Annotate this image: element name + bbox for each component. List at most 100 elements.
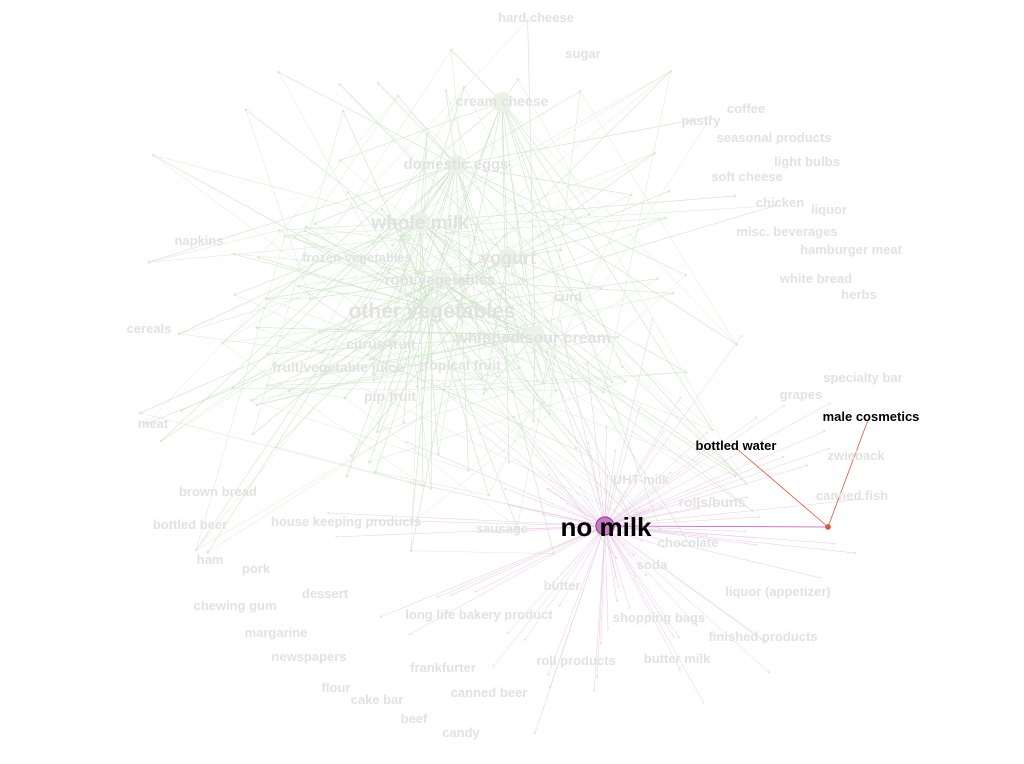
green-edge bbox=[507, 190, 670, 259]
green-node bbox=[266, 384, 269, 387]
green-edge bbox=[195, 236, 286, 551]
pink-node bbox=[661, 506, 664, 509]
pink-edge bbox=[604, 432, 707, 527]
pink-edge bbox=[604, 525, 757, 546]
green-node bbox=[287, 389, 291, 393]
green-node bbox=[588, 455, 592, 458]
green-edge bbox=[419, 87, 465, 223]
pink-edge bbox=[548, 525, 606, 675]
pink-node bbox=[450, 593, 453, 596]
green-edge bbox=[221, 101, 503, 344]
green-edge bbox=[455, 91, 581, 166]
green-node bbox=[346, 190, 350, 194]
pink-node bbox=[335, 535, 338, 538]
pink-node bbox=[552, 581, 555, 584]
pink-edge bbox=[604, 525, 618, 601]
green-node bbox=[425, 132, 429, 136]
label-sugar: sugar bbox=[565, 46, 600, 61]
pink-edge bbox=[380, 525, 606, 617]
green-edge bbox=[347, 192, 433, 309]
green-edge bbox=[375, 307, 433, 473]
green-edge bbox=[501, 101, 590, 215]
green-edge bbox=[507, 217, 666, 259]
pink-edge bbox=[542, 514, 606, 527]
green-edge bbox=[375, 471, 489, 496]
pink-node bbox=[828, 447, 831, 450]
pink-node bbox=[861, 498, 864, 501]
green-edge bbox=[439, 279, 674, 294]
pink-node bbox=[559, 320, 562, 323]
pink-node bbox=[755, 416, 758, 419]
green-edge bbox=[152, 154, 661, 531]
green-node bbox=[257, 256, 260, 259]
green-edge bbox=[501, 101, 510, 463]
green-edge bbox=[419, 221, 556, 346]
node-no-milk bbox=[595, 516, 615, 536]
pink-node bbox=[678, 668, 681, 671]
pink-node bbox=[593, 689, 596, 692]
label-yogurt: yogurt bbox=[480, 248, 536, 268]
green-edge bbox=[369, 237, 476, 360]
pink-node bbox=[662, 546, 665, 549]
green-node bbox=[616, 335, 620, 339]
green-edge bbox=[507, 257, 602, 289]
pink-edge bbox=[604, 405, 785, 527]
green-node bbox=[656, 277, 659, 281]
green-edge bbox=[305, 226, 400, 241]
green-node bbox=[251, 432, 255, 436]
green-node bbox=[145, 422, 148, 426]
green-node bbox=[250, 399, 253, 402]
green-node bbox=[664, 216, 667, 220]
pink-edge bbox=[336, 525, 606, 538]
pink-edge bbox=[604, 397, 681, 527]
edge-no-milk-to-hub bbox=[604, 525, 829, 528]
green-node bbox=[667, 189, 671, 193]
pink-node bbox=[606, 628, 609, 631]
green-node bbox=[313, 222, 317, 226]
label-canned-fish: canned fish bbox=[816, 488, 888, 503]
green-edge bbox=[222, 342, 424, 486]
green-edge bbox=[304, 95, 399, 232]
pink-node bbox=[541, 513, 544, 516]
green-edge bbox=[256, 217, 666, 406]
pink-edge bbox=[513, 416, 606, 527]
label-butter-milk: butter milk bbox=[644, 651, 711, 666]
green-node bbox=[462, 86, 466, 89]
pink-node bbox=[745, 496, 748, 499]
green-edge bbox=[507, 194, 632, 249]
green-node bbox=[467, 468, 470, 472]
pink-edge bbox=[587, 361, 606, 527]
pink-node bbox=[679, 396, 682, 399]
label-sausage: sausage bbox=[476, 521, 528, 536]
pink-edge bbox=[604, 431, 664, 527]
green-edge bbox=[397, 95, 457, 166]
pink-node bbox=[759, 638, 762, 641]
green-node bbox=[338, 82, 342, 86]
green-node bbox=[396, 94, 400, 98]
green-node bbox=[399, 234, 403, 238]
green-edge bbox=[431, 307, 482, 380]
green-node bbox=[139, 411, 142, 415]
label-bottled-water: bottled water bbox=[696, 438, 777, 453]
green-node bbox=[410, 521, 414, 525]
pink-edge bbox=[559, 525, 606, 606]
green-edge bbox=[419, 133, 428, 223]
pink-node bbox=[662, 430, 665, 433]
label-frankfurter: frankfurter bbox=[410, 660, 476, 675]
green-node bbox=[429, 487, 433, 490]
pink-node bbox=[669, 471, 672, 474]
pink-edge bbox=[373, 519, 606, 527]
label-grapes: grapes bbox=[780, 387, 823, 402]
green-edge bbox=[386, 308, 713, 430]
green-edge bbox=[367, 355, 591, 457]
pink-node bbox=[596, 675, 599, 678]
pink-node bbox=[566, 502, 569, 505]
green-edge bbox=[381, 208, 441, 281]
green-edge bbox=[278, 72, 457, 166]
green-edge bbox=[267, 379, 481, 386]
green-node bbox=[437, 452, 440, 456]
green-edge bbox=[419, 221, 626, 382]
pink-node bbox=[606, 474, 609, 477]
green-node bbox=[338, 159, 342, 162]
label-canned-beer: canned beer bbox=[451, 685, 528, 700]
